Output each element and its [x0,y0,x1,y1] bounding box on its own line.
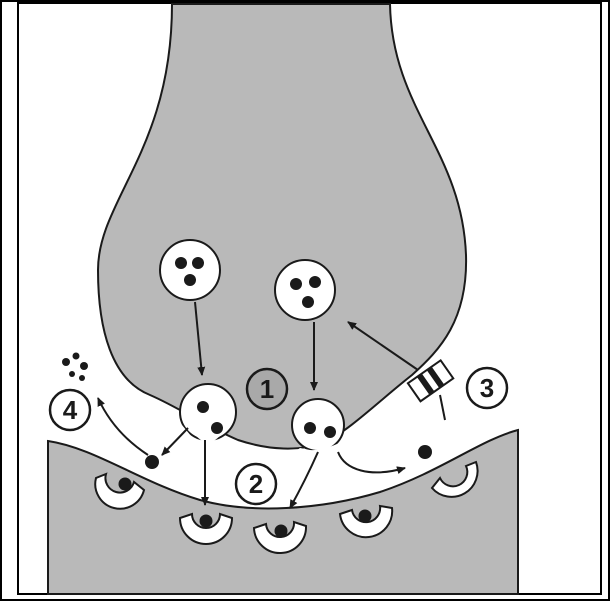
step-label-1: 1 [247,369,287,409]
neurotransmitter-dot [184,274,196,286]
neurotransmitter-dot [324,426,336,438]
step-label-4: 4 [50,390,90,430]
svg-text:3: 3 [480,373,494,403]
step-label-2: 2 [236,464,276,504]
synaptic-vesicle-left [160,240,220,300]
svg-text:4: 4 [63,395,78,425]
neurotransmitter-dot [290,278,302,290]
synaptic-vesicle-right [275,260,335,320]
neurotransmitter-dot [211,422,223,434]
neurotransmitter-dot [302,296,314,308]
neurotransmitter-dot [197,401,209,413]
neurotransmitter-dot [192,257,204,269]
svg-text:2: 2 [249,469,263,499]
neurotransmitter-dot [304,422,316,434]
svg-text:1: 1 [260,374,274,404]
released-neurotransmitter [145,455,159,469]
step-label-3: 3 [467,368,507,408]
neurotransmitter-dot [309,276,321,288]
neurotransmitter-dot [175,257,187,269]
released-neurotransmitter [418,445,432,459]
fusing-vesicle-right [292,399,344,451]
